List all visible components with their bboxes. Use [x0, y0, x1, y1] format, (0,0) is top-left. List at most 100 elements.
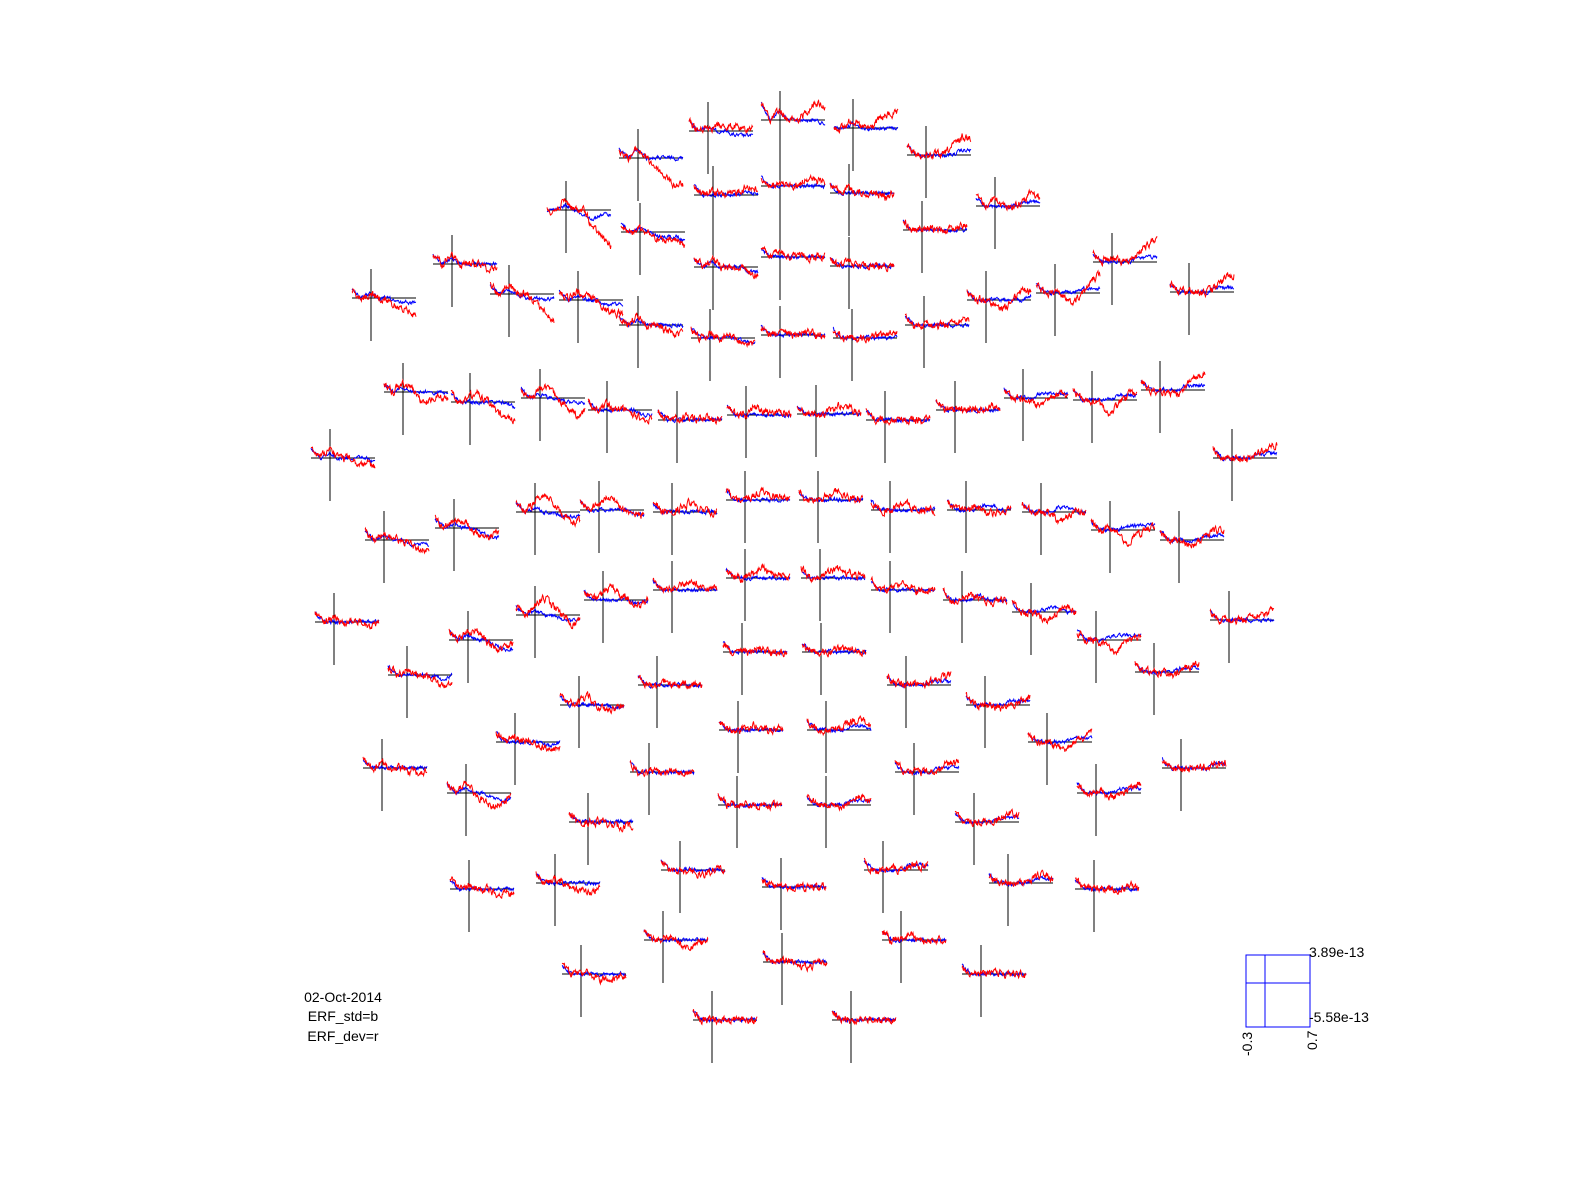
channel-plot — [806, 701, 872, 773]
erf-dev-trace — [717, 793, 783, 812]
erf-dev-trace — [1159, 524, 1225, 549]
channel-plot — [894, 743, 960, 815]
channel-plot — [966, 271, 1032, 343]
erf-std-trace — [489, 283, 555, 302]
erf-dev-trace — [364, 526, 430, 555]
erf-std-trace — [988, 872, 1054, 887]
channel-plot — [935, 381, 1001, 453]
erf-dev-trace — [495, 731, 561, 753]
erf-std-trace — [535, 873, 601, 887]
channel-plot — [652, 561, 718, 633]
erf-dev-trace — [561, 962, 627, 986]
erf-dev-trace — [652, 577, 718, 595]
channel-plot — [965, 676, 1031, 748]
erf-dev-trace — [975, 188, 1041, 212]
channel-plot — [652, 483, 718, 555]
erf-dev-trace — [942, 587, 1008, 608]
erf-dev-trace — [798, 487, 863, 505]
channel-plot — [546, 181, 612, 253]
erf-dev-trace — [718, 721, 784, 736]
channel-plot — [806, 776, 872, 848]
erf-dev-trace — [1072, 388, 1138, 417]
erf-dev-trace — [587, 398, 653, 425]
channel-plot — [1090, 501, 1156, 573]
erf-dev-trace — [449, 875, 515, 900]
erf-dev-trace — [1003, 388, 1069, 410]
erf-dev-trace — [760, 99, 826, 125]
channel-plot — [637, 656, 703, 728]
channel-plot — [520, 369, 586, 441]
channel-plot — [1072, 371, 1138, 443]
scale-reference: 3.89e-13 -5.58e-13 -0.3 0.7 — [1239, 944, 1369, 1056]
channel-plot — [1159, 511, 1225, 583]
erf-std-trace — [1159, 530, 1225, 544]
erf-std-trace — [387, 664, 453, 682]
erf-dev-trace — [362, 756, 428, 778]
erf-dev-trace — [965, 692, 1031, 712]
erf-dev-trace — [831, 1010, 897, 1026]
erf-dev-trace — [1011, 599, 1077, 626]
erf-dev-trace — [1212, 442, 1278, 463]
erf-dev-trace — [1140, 371, 1206, 399]
erf-dev-trace — [946, 499, 1012, 518]
erf-dev-trace — [806, 793, 872, 812]
channel-plot — [568, 793, 634, 865]
channel-plot — [314, 593, 380, 665]
erf-std-trace — [806, 719, 872, 734]
erf-std-trace — [515, 605, 581, 623]
erf-dev-trace — [310, 446, 376, 469]
erf-std-trace — [722, 640, 788, 656]
channel-plot — [688, 102, 754, 174]
channel-plot — [988, 854, 1054, 926]
erf-dev-trace — [954, 808, 1020, 828]
channel-plot — [760, 157, 826, 229]
erf-dev-trace — [1134, 660, 1200, 680]
erf-std-trace — [829, 182, 895, 197]
erf-dev-trace — [832, 329, 898, 344]
scale-box — [1245, 954, 1311, 1028]
channel-plot — [760, 228, 826, 300]
erf-std-trace — [558, 289, 624, 308]
erf-dev-trace — [988, 869, 1054, 888]
channel-plot — [870, 481, 936, 553]
channel-plots — [310, 91, 1278, 1063]
erf-dev-trace — [829, 257, 895, 273]
channel-plot — [975, 177, 1041, 249]
erf-std-trace — [870, 499, 936, 514]
channel-plot — [558, 271, 624, 343]
channel-plot — [796, 385, 862, 457]
erf-std-trace — [1169, 283, 1234, 296]
channel-plot — [942, 571, 1008, 643]
channel-plot — [761, 858, 827, 930]
erf-dev-trace — [448, 628, 514, 654]
channel-plot — [829, 164, 895, 236]
channel-plot — [1021, 483, 1087, 555]
erf-dev-trace — [829, 182, 895, 202]
channel-plot — [587, 381, 653, 453]
erf-std-trace — [954, 813, 1020, 826]
channel-plot — [1161, 739, 1227, 811]
channel-plot — [1035, 264, 1101, 336]
erf-dev-trace — [833, 108, 899, 135]
channel-plot — [448, 611, 514, 683]
channel-plot — [961, 945, 1027, 1017]
channel-plot — [798, 471, 864, 543]
channel-plot — [693, 166, 759, 238]
erf-dev-trace — [1021, 502, 1087, 526]
erf-dev-trace — [579, 494, 645, 519]
channel-plot — [535, 854, 601, 926]
channel-plot — [831, 991, 897, 1063]
erf-dev-trace — [637, 674, 703, 690]
channel-plot — [946, 481, 1012, 553]
channel-plot — [660, 841, 726, 913]
erf-dev-trace — [535, 871, 601, 897]
channel-plot — [579, 481, 645, 553]
channel-plot — [310, 429, 376, 501]
erf-dev-trace — [961, 964, 1027, 980]
channel-plot — [1027, 713, 1093, 785]
erf-dev-trace — [1209, 605, 1275, 626]
erf-dev-trace — [657, 409, 723, 426]
erf-dev-trace — [314, 611, 380, 630]
erf-dev-trace — [725, 563, 791, 584]
